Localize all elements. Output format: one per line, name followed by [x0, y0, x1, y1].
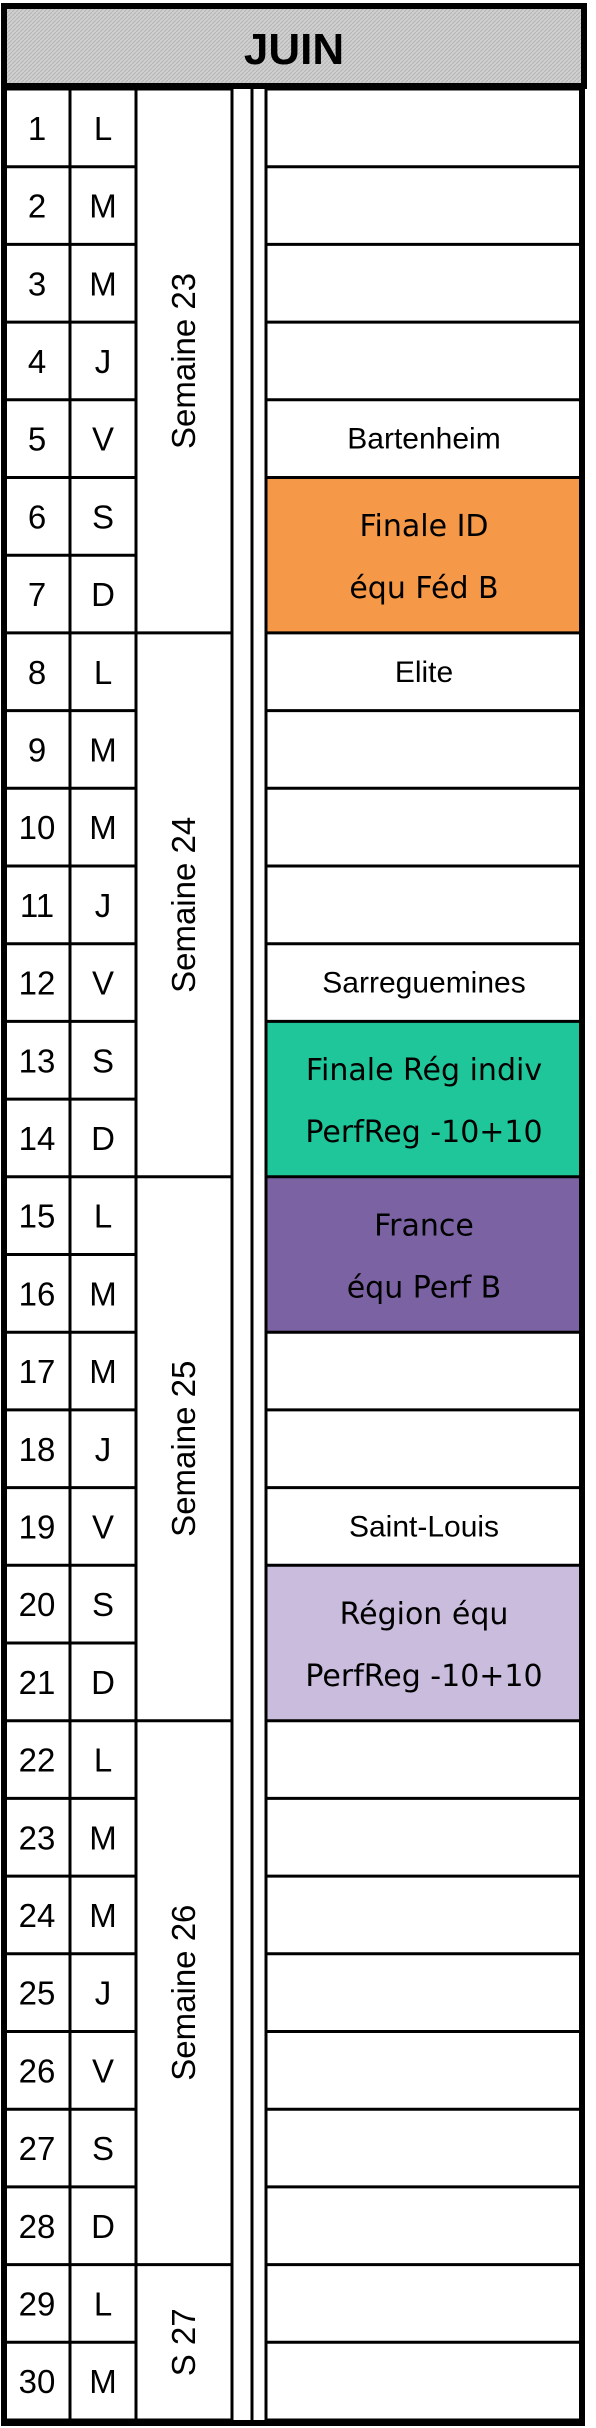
day-number: 9	[28, 731, 46, 768]
day-number: 17	[19, 1353, 56, 1390]
day-letter: V	[92, 965, 114, 1002]
day-number: 3	[28, 265, 46, 302]
day-number: 11	[20, 887, 54, 924]
day-letter: M	[89, 731, 117, 768]
calendar-border	[1, 83, 585, 2426]
day-number: 27	[19, 2130, 56, 2167]
event-cell	[266, 632, 582, 711]
day-letter: D	[91, 1664, 115, 1701]
day-number: 25	[19, 1975, 56, 2012]
day-letter: M	[89, 1897, 117, 1934]
day-letter: V	[92, 421, 114, 458]
day-letter: M	[89, 265, 117, 302]
event-cell	[266, 1176, 582, 1333]
event-label: Saint-Louis	[349, 1510, 499, 1543]
month-title: JUIN	[244, 25, 344, 74]
day-letter: L	[94, 654, 112, 691]
day-letter: J	[95, 343, 112, 380]
day-number: 29	[19, 2285, 56, 2322]
day-number: 10	[19, 809, 56, 846]
event-cell	[266, 943, 582, 1022]
week-label: Semaine 23	[165, 273, 202, 449]
day-letter: M	[89, 2363, 117, 2400]
week-label: S 27	[165, 2308, 202, 2376]
day-letter: D	[91, 1120, 115, 1157]
day-letter: M	[89, 1353, 117, 1390]
day-letter: J	[95, 887, 112, 924]
day-number: 19	[19, 1508, 56, 1545]
event-label: Finale ID	[359, 509, 488, 544]
day-number: 2	[28, 188, 46, 225]
day-letter: V	[92, 2052, 114, 2089]
day-letter: V	[92, 1508, 114, 1545]
day-number: 7	[28, 576, 46, 613]
day-letter: L	[94, 1742, 112, 1779]
event-label: Sarreguemines	[322, 967, 525, 1000]
day-number: 26	[19, 2052, 56, 2089]
day-number: 18	[19, 1431, 56, 1468]
week-label: Semaine 25	[165, 1361, 202, 1537]
event-label: équ Perf B	[347, 1271, 502, 1306]
day-letter: J	[95, 1975, 112, 2012]
day-letter: L	[94, 1198, 112, 1235]
event-label: Région équ	[340, 1597, 509, 1632]
event-cell	[266, 399, 582, 478]
day-number: 14	[19, 1120, 56, 1157]
day-letter: S	[92, 498, 114, 535]
week-label: Semaine 24	[165, 817, 202, 993]
day-letter: L	[94, 2285, 112, 2322]
day-letter: S	[92, 2130, 114, 2167]
day-number: 23	[19, 1819, 56, 1856]
event-label: PerfReg -10+10	[305, 1659, 542, 1694]
event-label: Elite	[395, 656, 453, 689]
day-letter: M	[89, 188, 117, 225]
week-label: Semaine 26	[165, 1905, 202, 2081]
day-number: 21	[19, 1664, 56, 1701]
event-cell	[266, 1487, 582, 1566]
day-number: 15	[19, 1198, 56, 1235]
event-label: France	[374, 1209, 474, 1244]
day-number: 13	[19, 1042, 56, 1079]
day-number: 6	[28, 498, 46, 535]
event-cell	[266, 1021, 582, 1177]
day-letter: M	[89, 1275, 117, 1312]
day-number: 1	[28, 110, 46, 147]
day-letter: S	[92, 1042, 114, 1079]
day-letter: S	[92, 1586, 114, 1623]
event-label: Bartenheim	[347, 423, 500, 456]
event-label: PerfReg -10+10	[305, 1115, 542, 1150]
event-cell	[266, 1565, 582, 1721]
day-number: 16	[19, 1275, 56, 1312]
day-number: 22	[19, 1742, 56, 1779]
day-letter: D	[91, 576, 115, 613]
day-letter: J	[95, 1431, 112, 1468]
day-letter: M	[89, 1819, 117, 1856]
day-number: 5	[28, 421, 46, 458]
day-number: 30	[19, 2363, 56, 2400]
day-number: 8	[28, 654, 46, 691]
day-number: 12	[19, 965, 56, 1002]
day-letter: D	[91, 2208, 115, 2245]
day-number: 24	[19, 1897, 56, 1934]
day-letter: L	[94, 110, 112, 147]
day-number: 4	[28, 343, 46, 380]
event-cell	[266, 477, 582, 633]
day-number: 28	[19, 2208, 56, 2245]
day-letter: M	[89, 809, 117, 846]
event-label: Finale Rég indiv	[306, 1053, 542, 1088]
day-number: 20	[19, 1586, 56, 1623]
event-label: équ Féd B	[349, 571, 498, 606]
